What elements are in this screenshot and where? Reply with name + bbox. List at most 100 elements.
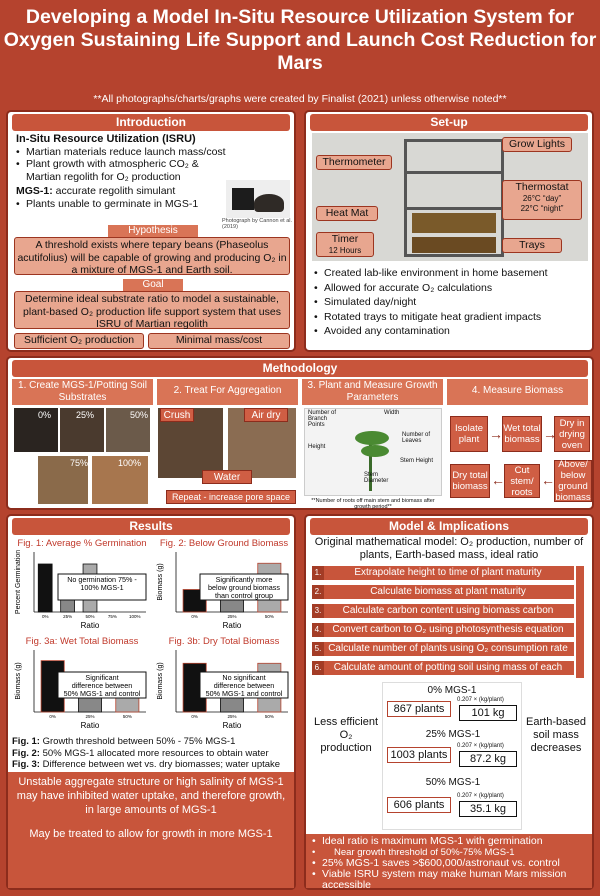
model-step: 2.Calculate biomass at plant maturity	[312, 585, 574, 599]
chart-title: Fig. 3b: Dry Total Biomass	[169, 636, 280, 647]
mgs-label: MGS-1:	[16, 185, 53, 197]
timer-sub: 12 Hours	[328, 245, 362, 255]
x-axis-label: Ratio	[223, 621, 242, 630]
x-axis-label: Ratio	[81, 721, 100, 730]
annotation-text: difference between	[72, 681, 133, 690]
x-axis-label: Ratio	[223, 721, 242, 730]
annotation-text: than control group	[215, 591, 273, 600]
label-branch: Number of Branch Points	[308, 410, 337, 428]
formula: 0.207 × (kg/plant)	[457, 743, 504, 749]
flow-cut-stem: Cut stem/ roots	[504, 464, 540, 498]
tick-label: 50%	[85, 614, 94, 619]
setup-bullet: Simulated day/night	[314, 295, 592, 310]
annotation-text: 50% MGS-1 and control	[64, 689, 141, 698]
implication-bullet: 25% MGS-1 saves >$600,000/astronaut vs. …	[312, 858, 586, 870]
pct-25: 25%	[76, 410, 95, 420]
model-heading: Model & Implications	[310, 518, 588, 535]
label-grow-lights: Grow Lights	[502, 137, 572, 152]
step-number: 6.	[312, 661, 324, 675]
methodology-heading: Methodology	[12, 360, 588, 377]
implication-bullet: Viable ISRU system may make human Mars m…	[312, 869, 586, 891]
setup-bullets: Created lab-like environment in home bas…	[314, 266, 592, 339]
step-text: Convert carbon to O₂ using photosynthesi…	[332, 624, 564, 635]
y-axis-label: Biomass (g)	[157, 563, 164, 600]
label-width: Width	[384, 410, 400, 416]
tick-label: 0%	[42, 614, 49, 619]
label-stem-height: Stem Height	[400, 458, 434, 464]
tick-label: 25%	[227, 714, 236, 719]
findings: Fig. 1: Growth threshold between 50% - 7…	[12, 736, 292, 771]
implication-subbullet: Near growth threshold of 50%-75% MGS-1	[312, 847, 586, 858]
annotation-text: Significantly more	[216, 575, 273, 584]
mgs-text: accurate regolith simulant	[55, 185, 176, 197]
soil-mass-label: Earth-based soil mass decreases	[526, 716, 586, 754]
down-arrow-icon	[576, 566, 584, 678]
annotation-text: Significant	[85, 673, 118, 682]
plant-count: 1003 plants	[387, 747, 451, 763]
model-step: 3.Calculate carbon content using biomass…	[312, 604, 574, 629]
implications-bullets: Ideal ratio is maximum MGS-1 with germin…	[312, 836, 586, 891]
regolith-photo	[226, 180, 290, 218]
poster-subtitle: **All photographs/charts/graphs were cre…	[93, 93, 507, 105]
hypothesis-box: A threshold exists where tepary beans (P…	[14, 237, 290, 276]
label-timer: Timer 12 Hours	[316, 232, 374, 257]
annotation-text: below ground biomass	[208, 583, 280, 592]
annotation-text: 50% MGS-1 and control	[206, 689, 283, 698]
step3-caption: **Number of roots off main stem and biom…	[311, 498, 435, 510]
y-axis-label: Biomass (g)	[157, 662, 164, 699]
airdry-label: Air dry	[244, 408, 288, 422]
label-thermometer: Thermometer	[316, 155, 392, 170]
poster-title: Developing a Model In-Situ Resource Util…	[3, 6, 597, 74]
intro-bullet: Plant growth with atmospheric CO₂ & Mart…	[16, 158, 226, 183]
model-step: 1.Extrapolate height to time of plant ma…	[312, 566, 574, 580]
step3-title: 3. Plant and Measure Growth Parameters	[302, 379, 443, 405]
y-axis-label: Biomass (g)	[15, 662, 22, 699]
tick-label: 50%	[265, 614, 274, 619]
repeat-label: Repeat - increase pore space	[166, 490, 296, 504]
label-height: Height	[308, 444, 326, 450]
finding-text: 50% MGS-1 allocated more resources to ob…	[42, 747, 269, 759]
goal-mass: Minimal mass/cost	[148, 333, 290, 349]
calc-block: 0% MGS-1 867 plants 0.207 × (kg/plant) 1…	[382, 682, 522, 830]
pct-0: 0%	[38, 410, 52, 420]
tick-label: 50%	[265, 714, 274, 719]
mass-value: 101 kg	[459, 705, 517, 721]
setup-panel: Set-up Grow Lights Thermometer Thermosta…	[304, 110, 594, 352]
x-axis-label: Ratio	[81, 621, 100, 630]
intro-bullets: Martian materials reduce launch mass/cos…	[16, 146, 226, 184]
flow-dry-biomass: Dry total biomass	[450, 464, 490, 498]
water-label: Water	[202, 470, 252, 484]
flow-wet-biomass: Wet total biomass	[502, 416, 542, 452]
timer-title: Timer	[331, 233, 359, 245]
label-trays: Trays	[502, 238, 562, 253]
step-text: Calculate amount of potting soil using m…	[333, 662, 563, 686]
pct-50: 50%	[130, 410, 149, 420]
mass-value: 87.2 kg	[459, 751, 517, 767]
label-thermostat: Thermostat 26°C “day” 22°C “night”	[502, 180, 582, 220]
soil-25pct-photo	[60, 408, 104, 452]
label-stem-diameter: Stem Diameter	[364, 472, 389, 484]
step-number: 3.	[312, 604, 324, 618]
chart-title: Fig. 1: Average % Germination	[17, 538, 146, 549]
intro-heading: Introduction	[12, 114, 290, 131]
annotation-text: 100% MGS-1	[80, 583, 123, 592]
results-heading: Results	[12, 518, 290, 535]
thermostat-night: 22°C “night”	[520, 203, 564, 213]
y-axis-label: Percent Germination	[15, 550, 22, 614]
finding-label: Fig. 1:	[12, 736, 40, 747]
model-intro: Original mathematical model: O₂ producti…	[314, 536, 584, 561]
tick-label: 25%	[85, 714, 94, 719]
label-heat-mat: Heat Mat	[316, 206, 378, 221]
bar	[37, 563, 53, 613]
formula: 0.207 × (kg/plant)	[457, 697, 504, 703]
goal-box: Determine ideal substrate ratio to model…	[14, 291, 290, 330]
annotation-box	[57, 573, 147, 601]
goal-label: Goal	[123, 279, 183, 291]
intro-bullet: Martian materials reduce launch mass/cos…	[16, 146, 226, 159]
flow-above-below: Above/ below ground biomass	[554, 459, 592, 503]
model-step: 5.Calculate number of plants using O₂ co…	[312, 642, 574, 656]
finding-label: Fig. 2:	[12, 747, 40, 759]
conclusion-text: Unstable aggregate structure or high sal…	[16, 776, 286, 816]
plant-diagram	[304, 408, 442, 496]
